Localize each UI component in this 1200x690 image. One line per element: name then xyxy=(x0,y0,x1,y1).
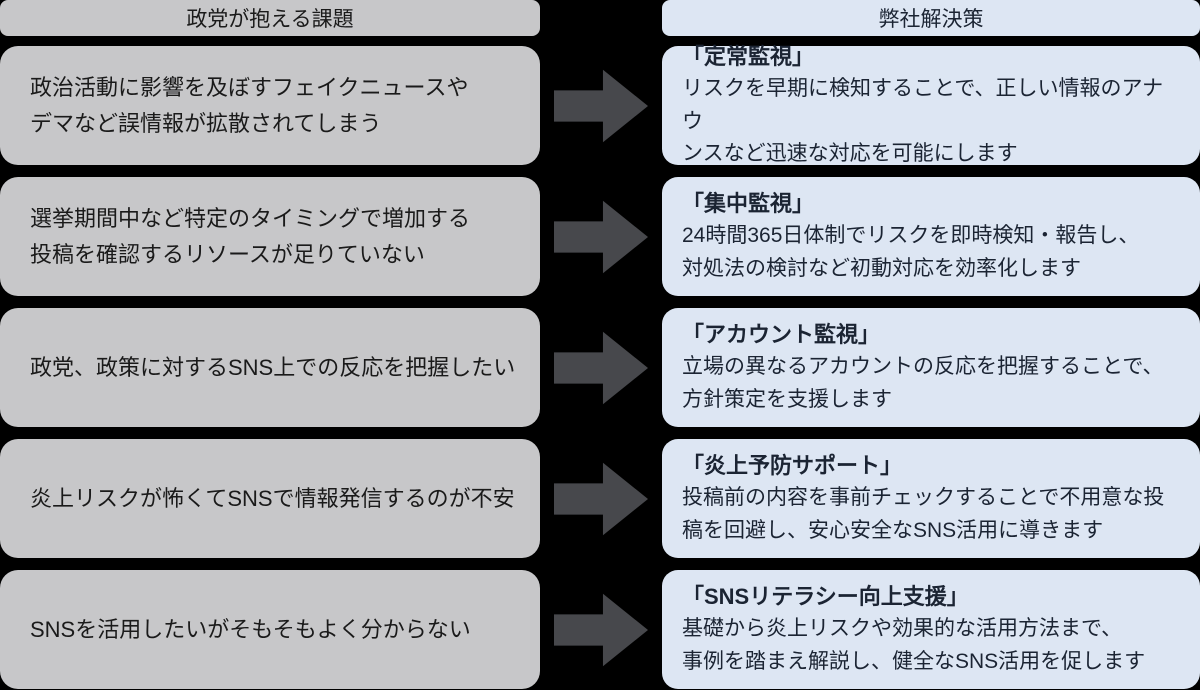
solution-title: 「SNSリテラシー向上支援」 xyxy=(682,584,969,610)
right-arrow-shape xyxy=(554,200,648,273)
arrow-cell xyxy=(540,439,662,558)
solution-title: 「炎上予防サポート」 xyxy=(682,453,903,479)
issue-box: 選挙期間中など特定のタイミングで増加する 投稿を確認するリソースが足りていない xyxy=(0,177,540,296)
row-fake-news: 政治活動に影響を及ぼすフェイクニュースや デマなど誤情報が拡散されてしまう 「定… xyxy=(0,44,1200,165)
row-flame-anxiety: 炎上リスクが怖くてSNSで情報発信するのが不安 「炎上予防サポート」 投稿前の内… xyxy=(0,439,1200,558)
solution-body: 投稿前の内容を事前チェックすることで不用意な投 稿を回避し、安心安全なSNS活用… xyxy=(682,486,1165,542)
issues-header-label: 政党が抱える課題 xyxy=(186,8,354,31)
issue-text: SNSを活用したいがそもそもよく分からない xyxy=(30,616,471,642)
right-arrow-shape xyxy=(554,69,648,142)
issue-text: 選挙期間中など特定のタイミングで増加する 投稿を確認するリソースが足りていない xyxy=(30,205,471,267)
header-spacer xyxy=(540,0,662,36)
solution-box: 「定常監視」 リスクを早期に検知することで、正しい情報のアナウ ンスなど迅速な対… xyxy=(662,44,1200,165)
solution-body: 立場の異なるアカウントの反応を把握することで、 方針策定を支援します xyxy=(682,355,1164,411)
solutions-header-label: 弊社解決策 xyxy=(878,8,984,31)
right-arrow-shape xyxy=(554,462,648,535)
row-sns-reaction: 政党、政策に対するSNS上での反応を把握したい 「アカウント監視」 立場の異なる… xyxy=(0,308,1200,427)
solution-title: 「アカウント監視」 xyxy=(682,322,881,348)
solution-box: 「集中監視」 24時間365日体制でリスクを即時検知・報告し、 対処法の検討など… xyxy=(662,177,1200,296)
solution-box: 「アカウント監視」 立場の異なるアカウントの反応を把握することで、 方針策定を支… xyxy=(662,308,1200,427)
right-arrow-icon xyxy=(554,69,648,142)
solution-body: 基礎から炎上リスクや効果的な活用方法まで、 事例を踏まえ解説し、健全なSNS活用… xyxy=(682,617,1146,673)
solution-box: 「SNSリテラシー向上支援」 基礎から炎上リスクや効果的な活用方法まで、 事例を… xyxy=(662,570,1200,689)
arrow-cell xyxy=(540,308,662,427)
issue-box: SNSを活用したいがそもそもよく分からない xyxy=(0,570,540,689)
row-resource-shortage: 選挙期間中など特定のタイミングで増加する 投稿を確認するリソースが足りていない … xyxy=(0,177,1200,296)
issue-box: 政党、政策に対するSNS上での反応を把握したい xyxy=(0,308,540,427)
solutions-column-header: 弊社解決策 xyxy=(662,0,1200,36)
arrow-cell xyxy=(540,46,662,165)
solution-box: 「炎上予防サポート」 投稿前の内容を事前チェックすることで不用意な投 稿を回避し… xyxy=(662,439,1200,558)
solution-body: 24時間365日体制でリスクを即時検知・報告し、 対処法の検討など初動対応を効率… xyxy=(682,224,1140,280)
header-row: 政党が抱える課題 弊社解決策 xyxy=(0,0,1200,36)
issue-box: 炎上リスクが怖くてSNSで情報発信するのが不安 xyxy=(0,439,540,558)
issue-text: 炎上リスクが怖くてSNSで情報発信するのが不安 xyxy=(30,485,515,511)
arrow-cell xyxy=(540,570,662,689)
issue-text: 政党、政策に対するSNS上での反応を把握したい xyxy=(30,354,516,380)
solution-title: 「定常監視」 xyxy=(682,44,815,70)
right-arrow-icon xyxy=(554,593,648,666)
issue-text: 政治活動に影響を及ぼすフェイクニュースや デマなど誤情報が拡散されてしまう xyxy=(30,74,469,136)
solution-body: リスクを早期に検知することで、正しい情報のアナウ ンスなど迅速な対応を可能にしま… xyxy=(682,77,1164,166)
issues-column-header: 政党が抱える課題 xyxy=(0,0,540,36)
right-arrow-icon xyxy=(554,200,648,273)
arrow-cell xyxy=(540,177,662,296)
right-arrow-icon xyxy=(554,331,648,404)
row-sns-literacy: SNSを活用したいがそもそもよく分からない 「SNSリテラシー向上支援」 基礎か… xyxy=(0,570,1200,689)
issue-box: 政治活動に影響を及ぼすフェイクニュースや デマなど誤情報が拡散されてしまう xyxy=(0,46,540,165)
right-arrow-shape xyxy=(554,331,648,404)
solution-title: 「集中監視」 xyxy=(682,191,815,217)
right-arrow-icon xyxy=(554,462,648,535)
right-arrow-shape xyxy=(554,593,648,666)
